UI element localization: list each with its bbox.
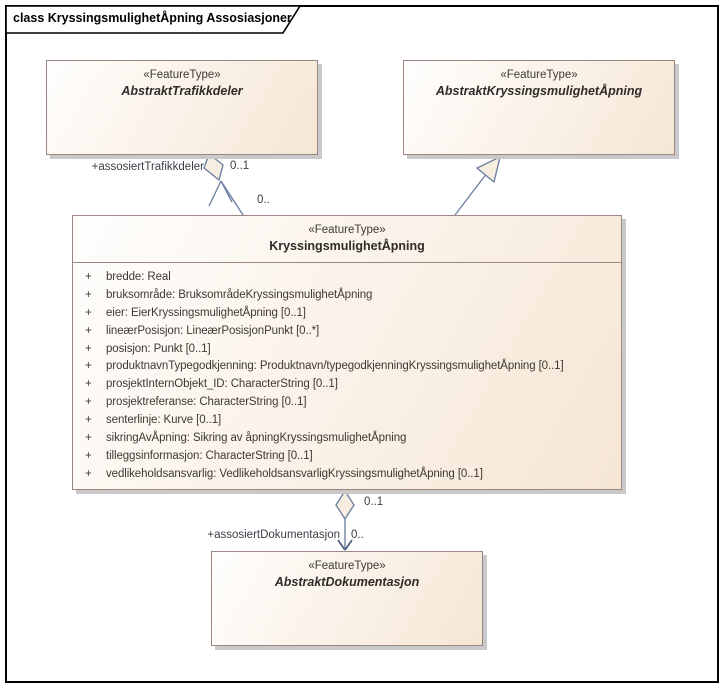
class-name: AbstraktDokumentasjon: [274, 575, 420, 589]
stereotype-label: «FeatureType»: [500, 69, 578, 81]
visibility-sign: +: [85, 431, 92, 444]
aggregation-diamond-trafikkdeler[interactable]: [203, 152, 224, 182]
diagram-frame: [5, 5, 719, 683]
attribute-row[interactable]: + produktnavnTypegodkjenning: Produktnav…: [85, 357, 615, 375]
attribute-row[interactable]: + prosjektInternObjekt_ID: CharacterStri…: [85, 375, 615, 393]
generalization-line[interactable]: [454, 172, 488, 216]
visibility-sign: +: [85, 342, 92, 355]
attribute-text: posisjon: Punkt [0..1]: [106, 342, 211, 355]
attribute-row[interactable]: + prosjektreferanse: CharacterString [0.…: [85, 393, 615, 411]
class-box-abstrakt-kryssingsmulighetapning[interactable]: «FeatureType» AbstraktKryssingsmulighetÅ…: [403, 60, 675, 155]
class-name: KryssingsmulighetÅpning: [269, 239, 425, 253]
attribute-text: tilleggsinformasjon: CharacterString [0.…: [106, 449, 313, 462]
attribute-text: prosjektInternObjekt_ID: CharacterString…: [106, 378, 338, 391]
role-label-assosiert-trafikkdeler: +assosiertTrafikkdeler: [91, 161, 204, 173]
attribute-text: bredde: Real: [106, 270, 171, 283]
visibility-sign: +: [85, 449, 92, 462]
multiplicity-label-trafikkdeler-far: 0..: [257, 194, 270, 206]
visibility-sign: +: [85, 360, 92, 373]
attribute-text: sikringAvÅpning: Sikring av åpningKryssi…: [106, 431, 407, 444]
visibility-sign: +: [85, 414, 92, 427]
attribute-text: eier: EierKryssingsmulighetÅpning [0..1]: [106, 306, 306, 319]
attribute-text: senterlinje: Kurve [0..1]: [106, 414, 222, 427]
class-header: «FeatureType» KryssingsmulighetÅpning: [73, 216, 621, 263]
visibility-sign: +: [85, 288, 92, 301]
attribute-row[interactable]: + lineærPosisjon: LineærPosisjonPunkt [0…: [85, 322, 615, 340]
class-name: AbstraktTrafikkdeler: [121, 84, 243, 98]
open-arrowhead-dokumentasjon: [337, 539, 353, 551]
stereotype-label: «FeatureType»: [143, 69, 221, 81]
attribute-text: vedlikeholdsansvarlig: Vedlikeholdsansva…: [106, 467, 483, 480]
attribute-text: bruksområde: BruksområdeKryssingsmulighe…: [106, 288, 373, 301]
open-arrowhead-trafikkdeler: [208, 180, 233, 207]
multiplicity-label-dokumentasjon-far: 0..: [351, 529, 364, 541]
frame-title-tab: [5, 5, 302, 34]
visibility-sign: +: [85, 270, 92, 283]
visibility-sign: +: [85, 306, 92, 319]
role-label-assosiert-dokumentasjon: +assosiertDokumentasjon: [207, 529, 340, 541]
class-header: «FeatureType» AbstraktDokumentasjon: [212, 552, 482, 591]
class-box-abstrakt-trafikkdeler[interactable]: «FeatureType» AbstraktTrafikkdeler: [46, 60, 318, 155]
attribute-row[interactable]: + posisjon: Punkt [0..1]: [85, 340, 615, 358]
class-header: «FeatureType» AbstraktKryssingsmulighetÅ…: [404, 61, 674, 100]
visibility-sign: +: [85, 396, 92, 409]
aggregation-diamond-dokumentasjon[interactable]: [335, 489, 355, 521]
attribute-row[interactable]: + tilleggsinformasjon: CharacterString […: [85, 447, 615, 465]
generalization-triangle-arrowhead: [475, 155, 502, 184]
attribute-text: produktnavnTypegodkjenning: Produktnavn/…: [106, 360, 564, 373]
class-header: «FeatureType» AbstraktTrafikkdeler: [47, 61, 317, 100]
attribute-text: prosjektreferanse: CharacterString [0..1…: [106, 396, 307, 409]
attribute-row[interactable]: + sikringAvÅpning: Sikring av åpningKrys…: [85, 429, 615, 447]
class-box-abstrakt-dokumentasjon[interactable]: «FeatureType» AbstraktDokumentasjon: [211, 551, 483, 646]
attribute-row[interactable]: + bruksområde: BruksområdeKryssingsmulig…: [85, 286, 615, 304]
attribute-row[interactable]: + eier: EierKryssingsmulighetÅpning [0..…: [85, 304, 615, 322]
stereotype-label: «FeatureType»: [308, 224, 386, 236]
multiplicity-label-dokumentasjon-near: 0..1: [364, 496, 384, 508]
attribute-text: lineærPosisjon: LineærPosisjonPunkt [0..…: [106, 324, 320, 337]
attribute-row[interactable]: + bredde: Real: [85, 268, 615, 286]
multiplicity-label-trafikkdeler-near: 0..1: [230, 160, 250, 172]
visibility-sign: +: [85, 324, 92, 337]
class-box-kryssingsmulighetapning[interactable]: «FeatureType» KryssingsmulighetÅpning + …: [72, 215, 622, 490]
visibility-sign: +: [85, 467, 92, 480]
attribute-row[interactable]: + senterlinje: Kurve [0..1]: [85, 411, 615, 429]
attribute-row[interactable]: + vedlikeholdsansvarlig: Vedlikeholdsans…: [85, 465, 615, 483]
stereotype-label: «FeatureType»: [308, 560, 386, 572]
visibility-sign: +: [85, 378, 92, 391]
attributes-compartment: + bredde: Real + bruksområde: Bruksområd…: [73, 263, 621, 483]
diagram-title: class KryssingsmulighetÅpning Assosiasjo…: [13, 11, 292, 25]
class-name: AbstraktKryssingsmulighetÅpning: [435, 84, 643, 98]
